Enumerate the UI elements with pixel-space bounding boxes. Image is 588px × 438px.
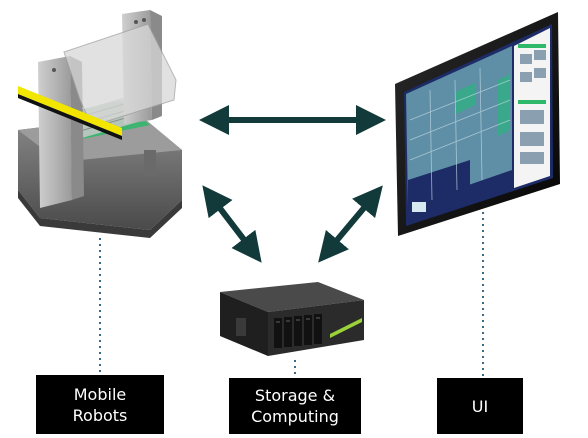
arrows bbox=[199, 105, 386, 263]
ui-label-text: UI bbox=[471, 396, 489, 416]
monitor-map-ui-illustration bbox=[395, 12, 560, 236]
arrow-robots-storage bbox=[202, 185, 262, 263]
rack-server-illustration bbox=[220, 282, 364, 356]
mobile-robots-label-line1: Mobile bbox=[73, 384, 127, 404]
mobile-robot-illustration bbox=[18, 10, 182, 238]
storage-computing-label: Storage & Computing bbox=[229, 378, 361, 434]
mobile-robots-label: Mobile Robots bbox=[36, 375, 164, 434]
storage-computing-label-line1: Storage & bbox=[254, 386, 336, 405]
dotted-connectors bbox=[99, 200, 484, 377]
mobile-robots-label-line2: Robots bbox=[72, 405, 128, 425]
arrow-ui-storage bbox=[318, 185, 383, 263]
storage-computing-label-line2: Computing bbox=[251, 407, 339, 426]
ui-label: UI bbox=[437, 378, 523, 434]
